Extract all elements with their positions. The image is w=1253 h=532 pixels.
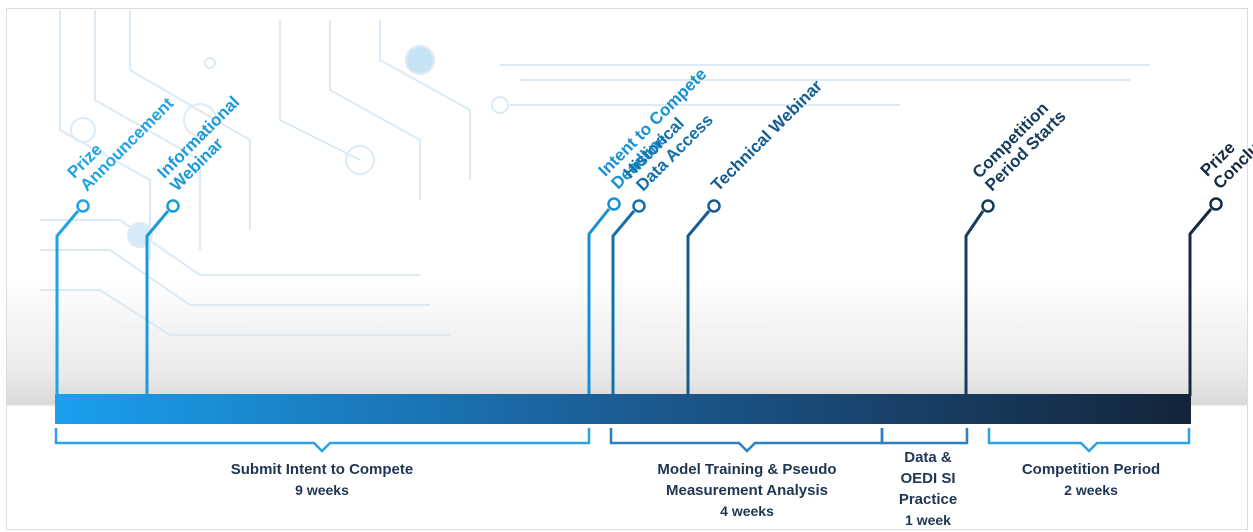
milestone-node-icon [166,199,180,213]
phase-duration: 9 weeks [295,482,349,498]
phase-bracket [880,428,969,445]
circuit-dot [407,47,433,73]
phase-label-line: Practice [899,491,957,508]
phase-label-line: Submit Intent to Compete [231,461,414,478]
phase-duration: 1 week [905,512,951,528]
phase-label-line: Measurement Analysis [666,482,828,499]
milestone-label-line: Technical Webinar [707,76,826,195]
phase-bracket [609,428,884,453]
phase-label-line: OEDI SI [900,470,955,487]
phase-bracket [987,428,1191,453]
milestone-connector [686,210,711,396]
phase-data-practice: Data & OEDI SI Practice 1 week [899,449,957,528]
phase-duration: 4 weeks [720,503,774,519]
phase-bracket [54,428,591,453]
milestone-node-icon [607,197,621,211]
milestone-node-icon [707,199,721,213]
milestone-node-icon [76,199,90,213]
milestone-connector [1188,208,1213,396]
milestone-competition-period-starts: CompetitionPeriod Starts [964,94,1070,396]
milestone-connector [587,208,611,396]
milestone-node-icon [1209,197,1223,211]
phase-label-line: Model Training & Pseudo [657,461,836,478]
phase-brackets [54,428,1191,453]
milestone-label: Technical Webinar [707,76,826,195]
milestone-label: PrizeConclusion [1197,101,1253,193]
milestone-connector [611,210,636,396]
phase-labels: Submit Intent to Compete 9 weeks Model Tra… [231,449,1160,528]
phase-competition-period: Competition Period 2 weeks [1022,461,1160,498]
milestone-node-icon [981,199,995,213]
milestone-node-icon [632,199,646,213]
milestone-connector [55,210,80,396]
circuit-background [40,10,1150,336]
milestone-prize-conclusion: PrizeConclusion [1188,101,1253,396]
timeline-bar [55,394,1191,424]
milestone-label: CompetitionPeriod Starts [969,94,1070,195]
milestone-connector [964,210,985,396]
milestone-prize-announcement: PrizeAnnouncement [55,94,178,396]
phase-submit-intent: Submit Intent to Compete 9 weeks [231,461,414,498]
phase-duration: 2 weeks [1064,482,1118,498]
milestone-connector [145,210,170,396]
phase-label-line: Data & [904,449,952,466]
phase-label-line: Competition Period [1022,461,1160,478]
